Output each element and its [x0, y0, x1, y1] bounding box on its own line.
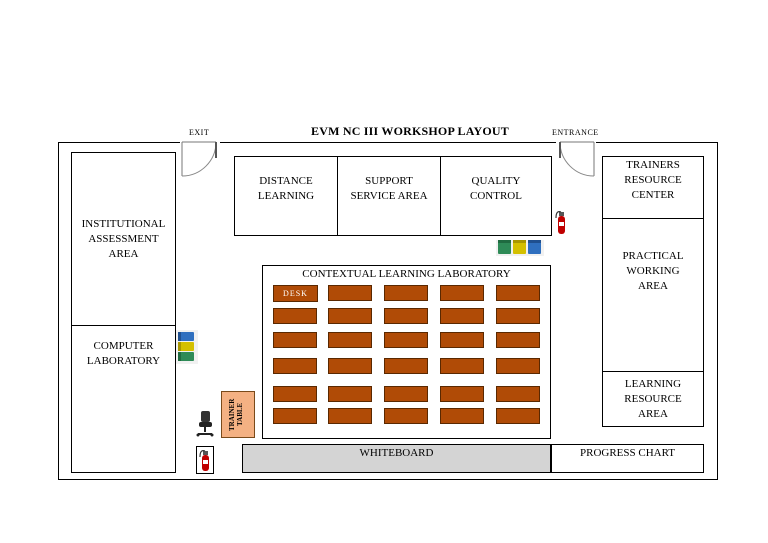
practical-working-area: PRACTICAL WORKING AREA	[602, 218, 704, 372]
learning-resource-area: LEARNING RESOURCE AREA	[602, 371, 704, 427]
student-desk	[384, 332, 428, 348]
student-desk	[496, 285, 540, 301]
student-desk	[496, 408, 540, 424]
trash-bins-icon	[496, 240, 544, 256]
student-desk	[496, 386, 540, 402]
student-desk	[328, 386, 372, 402]
student-desk	[328, 358, 372, 374]
student-desk	[384, 408, 428, 424]
student-desk	[328, 332, 372, 348]
student-desk	[273, 358, 317, 374]
lab-title: CONTEXTUAL LEARNING LABORATORY	[302, 268, 511, 280]
support-service-area: SUPPORT SERVICE AREA	[337, 156, 441, 236]
student-desk	[328, 285, 372, 301]
student-desk	[496, 332, 540, 348]
student-desk	[440, 285, 484, 301]
contextual-learning-laboratory	[262, 265, 551, 439]
student-desk	[273, 308, 317, 324]
student-desk	[440, 358, 484, 374]
quality-control-room: QUALITY CONTROL	[440, 156, 552, 236]
student-desk	[384, 386, 428, 402]
student-desk	[273, 386, 317, 402]
building-outline	[58, 142, 718, 480]
fire-extinguisher-icon	[555, 211, 565, 234]
student-desk	[328, 408, 372, 424]
office-chair-icon	[196, 411, 214, 437]
exit-label: EXIT	[189, 128, 210, 137]
student-desk	[273, 408, 317, 424]
distance-learning-room: DISTANCE LEARNING	[234, 156, 338, 236]
trainer-table-label: TRAINER TABLE	[228, 398, 244, 431]
student-desk	[384, 285, 428, 301]
page-title: EVM NC III WORKSHOP LAYOUT	[311, 124, 509, 138]
whiteboard: WHITEBOARD	[242, 444, 551, 473]
student-desk	[440, 408, 484, 424]
student-desk	[440, 386, 484, 402]
exit-door-icon	[180, 138, 220, 180]
progress-chart: PROGRESS CHART	[551, 444, 704, 473]
fire-extinguisher-box	[196, 446, 214, 474]
student-desk	[384, 358, 428, 374]
trash-bins-icon	[176, 330, 198, 364]
student-desk	[496, 358, 540, 374]
entrance-label: ENTRANCE	[552, 128, 599, 137]
trainer-table: TRAINER TABLE	[221, 391, 255, 438]
student-desk	[384, 308, 428, 324]
student-desk	[328, 308, 372, 324]
trainers-resource-center: TRAINERS RESOURCE CENTER	[602, 156, 704, 219]
entrance-door-icon	[556, 138, 596, 180]
computer-laboratory: COMPUTER LABORATORY	[71, 325, 176, 473]
student-desk	[440, 332, 484, 348]
student-desk	[496, 308, 540, 324]
student-desk	[440, 308, 484, 324]
fire-extinguisher-icon	[199, 450, 209, 471]
institutional-assessment-area: INSTITUTIONAL ASSESSMENT AREA	[71, 152, 176, 326]
instructor-desk: DESK	[273, 285, 318, 302]
student-desk	[273, 332, 317, 348]
